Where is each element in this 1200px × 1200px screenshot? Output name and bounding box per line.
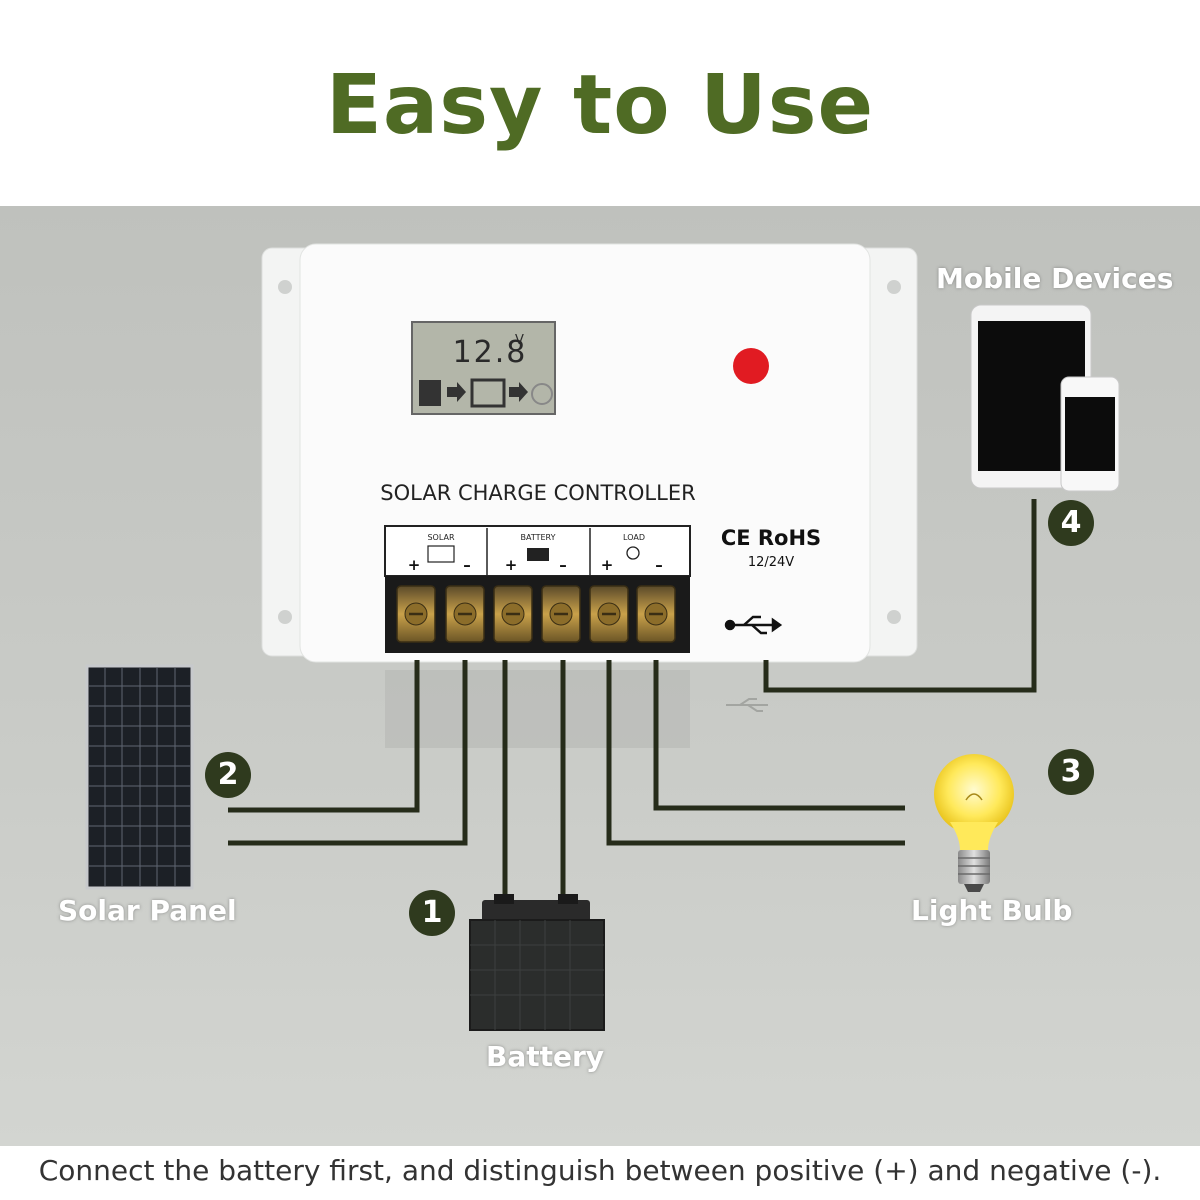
lcd-solar-icon bbox=[419, 380, 441, 406]
controller-label: SOLAR CHARGE CONTROLLER bbox=[380, 481, 695, 505]
voltage-rating: 12/24V bbox=[748, 555, 794, 570]
step-1-badge: 1 bbox=[409, 890, 455, 936]
footer-background bbox=[0, 1150, 1200, 1200]
battery-label: Battery bbox=[486, 1040, 605, 1073]
indicator-led bbox=[733, 348, 769, 384]
terminal-label-battery: BATTERY bbox=[521, 533, 556, 542]
usb-icon-reflection bbox=[726, 698, 768, 712]
mobile-devices-image bbox=[970, 304, 1120, 492]
battery-plus: + bbox=[505, 556, 518, 574]
lcd-load-icon bbox=[531, 383, 553, 405]
usb-icon bbox=[724, 615, 783, 635]
terminal-block bbox=[385, 576, 690, 653]
terminal-label-solar: SOLAR bbox=[427, 533, 454, 542]
lcd-arrow-icon bbox=[447, 382, 466, 402]
step-2-badge: 2 bbox=[205, 752, 251, 798]
light-bulb-label: Light Bulb bbox=[911, 894, 1073, 927]
terminal-label-load: LOAD bbox=[623, 533, 645, 542]
battery-minus: – bbox=[559, 556, 567, 574]
terminal-reflection bbox=[385, 670, 690, 748]
terminal-labels: SOLAR BATTERY LOAD + – + – + – bbox=[384, 525, 691, 577]
certification-mark: CE RoHS bbox=[721, 526, 821, 550]
lcd-reading: 12.8 bbox=[453, 335, 528, 370]
solar-panel-image bbox=[85, 664, 194, 890]
terminal-battery-icon bbox=[527, 548, 549, 561]
load-plus: + bbox=[601, 556, 614, 574]
light-bulb-image bbox=[934, 754, 1014, 892]
step-4-badge: 4 bbox=[1048, 500, 1094, 546]
battery-image bbox=[469, 894, 605, 1031]
lcd-unit: V bbox=[515, 333, 524, 348]
footer-instruction: Connect the battery first, and distingui… bbox=[38, 1154, 1162, 1187]
step-3-badge: 3 bbox=[1048, 749, 1094, 795]
solar-plus: + bbox=[408, 556, 421, 574]
page-title: Easy to Use bbox=[325, 58, 875, 153]
wires bbox=[228, 499, 1037, 905]
lcd-arrow-icon bbox=[509, 382, 528, 402]
solar-panel-label: Solar Panel bbox=[58, 894, 237, 927]
solar-minus: – bbox=[463, 556, 471, 574]
mobile-devices-label: Mobile Devices bbox=[936, 262, 1174, 295]
load-minus: – bbox=[655, 556, 663, 574]
terminal-solar-icon bbox=[427, 545, 455, 563]
lcd-display: 12.8 V bbox=[411, 321, 556, 415]
lcd-battery-icon bbox=[470, 378, 506, 408]
terminal-bulb-icon bbox=[626, 546, 640, 560]
